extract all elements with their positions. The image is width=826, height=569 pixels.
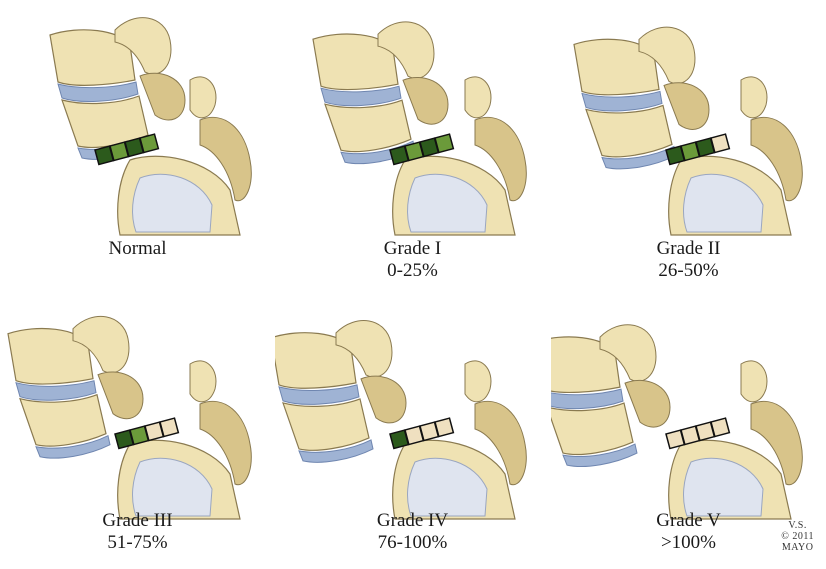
- caption-line: Grade I: [383, 238, 442, 259]
- slip-grade-blocks: [665, 417, 731, 450]
- grade-block: [710, 417, 731, 438]
- caption-line: Grade III: [102, 510, 173, 531]
- sacrum: [392, 360, 527, 520]
- upper-vertebrae: [49, 17, 186, 160]
- panel-normal: Normal: [0, 0, 275, 284]
- sacrum: [668, 360, 803, 520]
- slip-grade-blocks: [389, 417, 455, 450]
- caption-line: 51-75%: [107, 532, 168, 553]
- panel-grade-5: Grade V>100%: [551, 284, 826, 568]
- caption-line: Grade IV: [376, 510, 449, 531]
- slip-grade-blocks: [94, 133, 160, 166]
- caption-line: Grade II: [656, 238, 721, 259]
- grade-block: [434, 417, 455, 438]
- caption-line: 76-100%: [377, 532, 448, 553]
- credit-line: © 2011: [781, 531, 814, 542]
- panel-caption: Normal: [0, 238, 275, 260]
- caption-line: >100%: [660, 532, 717, 553]
- upper-vertebrae: [573, 26, 710, 170]
- slip-grade-blocks: [665, 133, 731, 166]
- credit-line: MAYO: [781, 542, 814, 553]
- spine-illustration: [551, 324, 803, 520]
- spine-illustration: [275, 320, 527, 520]
- spine-illustration: [573, 26, 803, 236]
- grade-block: [139, 133, 160, 154]
- sacrum: [668, 76, 803, 236]
- spine-illustration: [7, 315, 252, 520]
- spine-illustration: [312, 21, 527, 236]
- upper-vertebrae: [7, 315, 144, 459]
- slip-grade-blocks: [114, 417, 180, 450]
- grade-block: [710, 133, 731, 154]
- caption-line: Grade V: [656, 510, 721, 531]
- upper-vertebrae: [312, 21, 449, 165]
- sacrum: [117, 76, 252, 236]
- artist-credit: V.S. © 2011 MAYO: [781, 520, 814, 553]
- caption-line: Normal: [108, 238, 167, 259]
- spine-illustration: [49, 17, 252, 236]
- grade-block: [434, 133, 455, 154]
- upper-vertebrae: [275, 320, 407, 463]
- caption-line: 0-25%: [387, 260, 438, 281]
- slip-grade-blocks: [389, 133, 455, 166]
- sacrum: [392, 76, 527, 236]
- panel-caption: Grade V>100%: [551, 510, 826, 554]
- caption-line: 26-50%: [658, 260, 719, 281]
- sacrum: [117, 360, 252, 520]
- grade-block: [159, 417, 180, 438]
- credit-line: V.S.: [788, 520, 807, 531]
- upper-vertebrae: [551, 324, 671, 467]
